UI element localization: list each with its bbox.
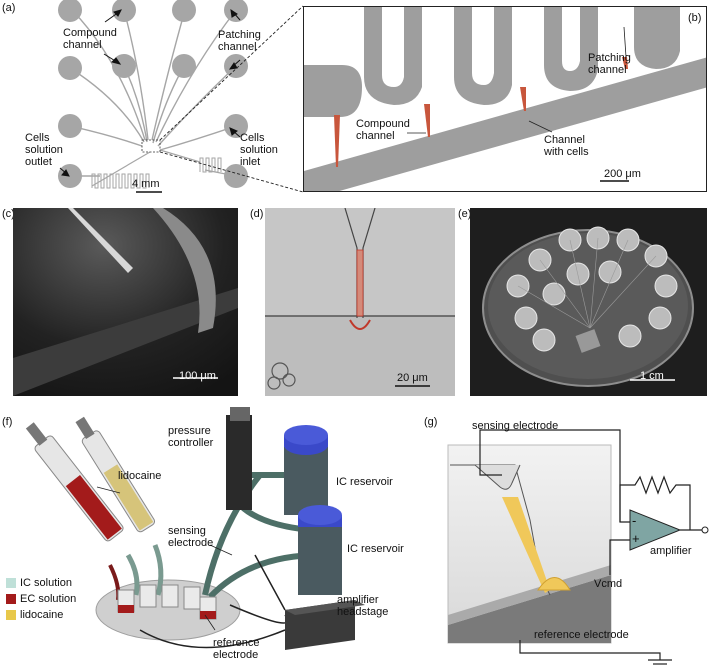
legend-lidocaine: lidocaine [20, 609, 64, 621]
scale-label-a: 4 mm [132, 178, 160, 190]
legend-ec-solution: EC solution [20, 593, 77, 605]
ic-reservoir-label-2: IC reservoir [347, 543, 404, 555]
lidocaine-label: lidocaine [118, 470, 162, 482]
circuit-diagram [447, 429, 709, 665]
panel-g-letter: (g) [424, 416, 438, 428]
channel-with-cells-label: Channel with cells [544, 134, 589, 158]
panel-f-letter: (f) [2, 416, 13, 428]
patching-channel-label-b: Patching channel [588, 52, 631, 76]
sensing-electrode-label-f: sensing electrode [168, 525, 214, 549]
chip-photo: 1 cm [470, 208, 707, 396]
sensing-electrode-label-g: sensing electrode [472, 420, 559, 432]
scale-label-c: 100 μm [179, 370, 216, 382]
vcmd-label: Vcmd [594, 578, 623, 590]
microscope-image: 20 μm [265, 208, 455, 396]
channel-zoom-diagram [304, 7, 706, 191]
panel-c-letter: (c) [2, 208, 15, 220]
panel-d-letter: (d) [250, 208, 264, 220]
cells-inlet-label: Cells solution inlet [240, 132, 278, 168]
amplifier-label-g: amplifier [650, 545, 692, 557]
cells-outlet-label: Cells solution outlet [25, 132, 63, 168]
amplifier-headstage-label: amplifier headstage [337, 594, 389, 618]
sem-image: 100 μm [13, 208, 238, 396]
panel-e-letter: (e) [458, 208, 472, 220]
ic-reservoir-label-1: IC reservoir [336, 476, 393, 488]
compound-channel-label: Compound channel [63, 27, 117, 51]
legend-ic-solution: IC solution [20, 577, 72, 589]
reference-electrode-label-f: reference electrode [213, 637, 260, 661]
scale-label-b: 200 μm [604, 168, 641, 180]
reference-electrode-label-g: reference electrode [534, 629, 629, 641]
panel-a-letter: (a) [2, 2, 16, 14]
patching-channel-label: Patching channel [218, 29, 261, 53]
scale-label-d: 20 μm [397, 372, 428, 384]
pressure-controller-label: pressure controller [168, 425, 214, 449]
compound-channel-label-b: Compound channel [356, 118, 410, 142]
scale-label-e: 1 cm [640, 370, 664, 382]
panel-b-letter: (b) [688, 12, 702, 24]
opamp-minus: - [632, 513, 637, 528]
zoom-panel-frame [303, 6, 707, 192]
setup-illustration [6, 407, 365, 650]
opamp-plus: + [632, 531, 640, 546]
